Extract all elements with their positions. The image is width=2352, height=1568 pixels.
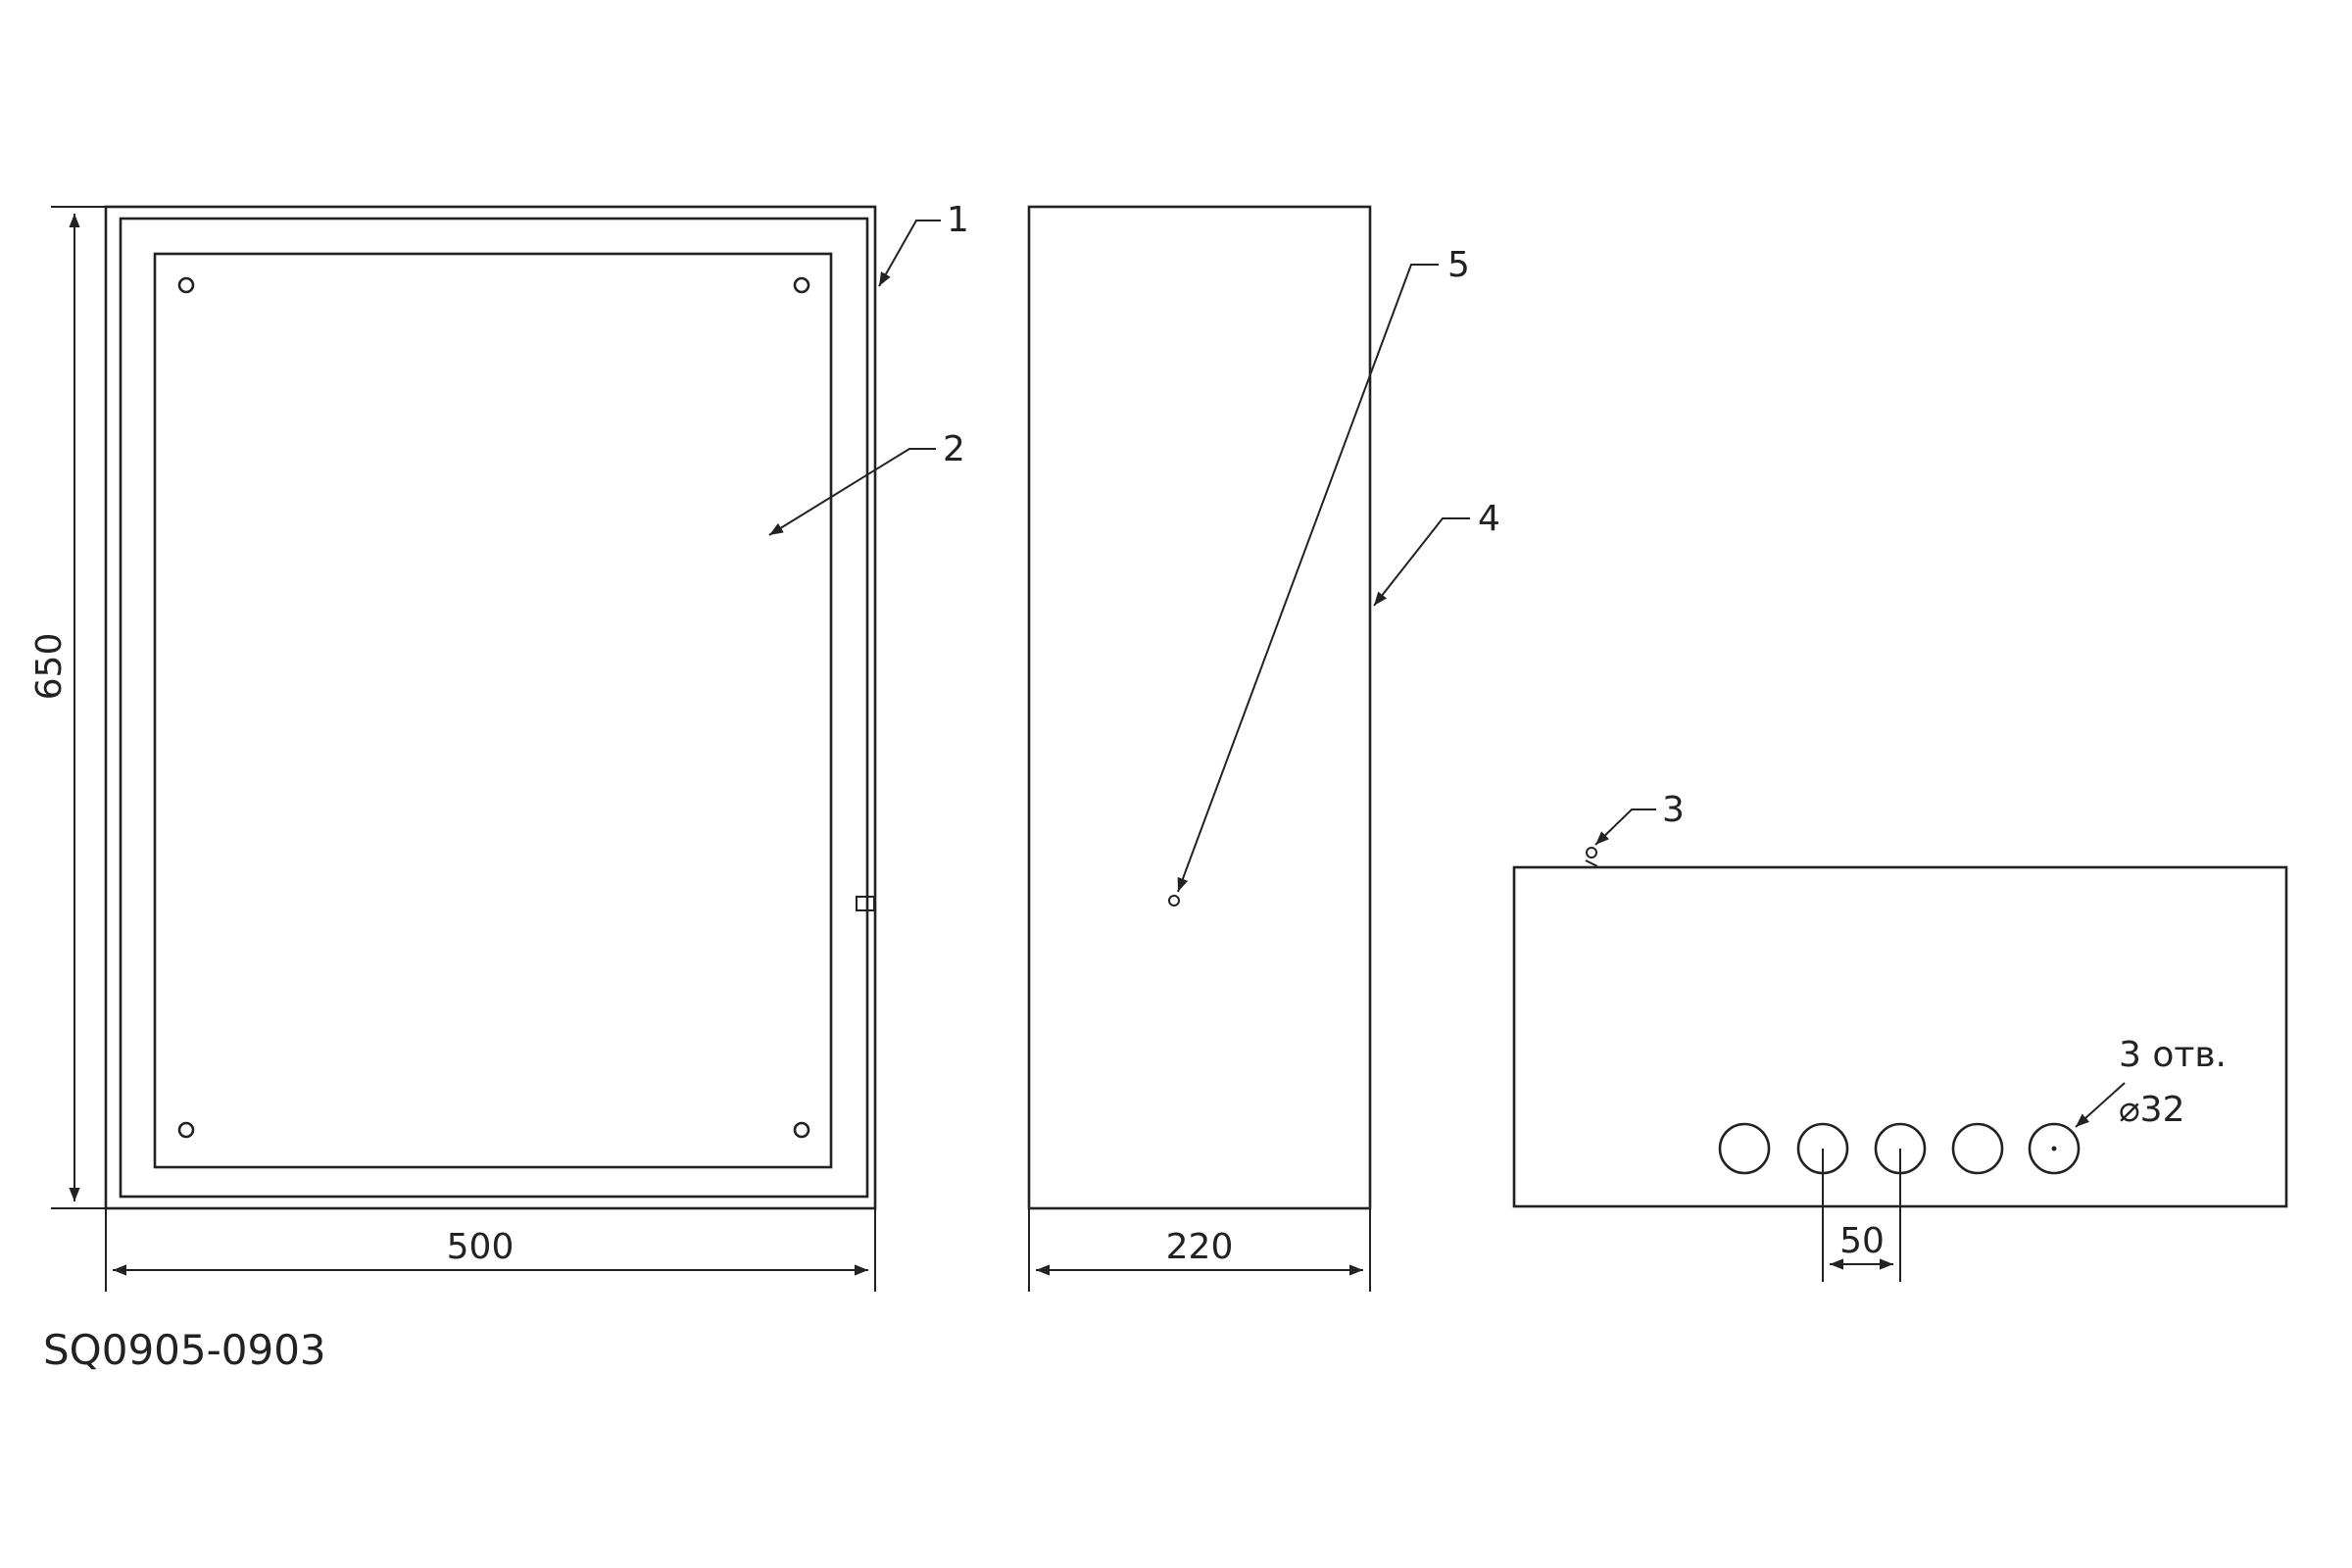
panel-screw-bottom-left (177, 1121, 195, 1139)
holes-diameter-label: ⌀32 (2119, 1090, 2184, 1130)
side-view: 5 4 220 (1027, 205, 1500, 1292)
callout-4-leader (1373, 517, 1470, 607)
callout-3-label: 3 (1662, 790, 1685, 830)
callout-3-leader (1594, 808, 1656, 846)
enclosure-outer-outline (104, 205, 877, 1210)
panel-screw-top-left (177, 276, 195, 294)
depth-dimension-label: 220 (1166, 1227, 1234, 1267)
hole-spacing-dimension-label: 50 (1839, 1221, 1885, 1261)
holes-count-label: 3 отв. (2119, 1035, 2227, 1075)
height-dimension-label: 650 (29, 633, 70, 701)
fastener-mark (1586, 847, 1597, 858)
panel-screw-top-right (793, 276, 810, 294)
cable-entry-hole-5 (2028, 1122, 2081, 1175)
side-lock-point (1168, 895, 1180, 906)
front-view: 650 500 1 2 (29, 200, 969, 1292)
side-outline (1027, 205, 1372, 1210)
model-code: SQ0905-0903 (43, 1326, 326, 1374)
holes-note-leader (2075, 1082, 2126, 1128)
callout-4-label: 4 (1478, 499, 1500, 539)
door-lock (856, 896, 875, 911)
mounting-panel (153, 252, 833, 1169)
door-outline (119, 217, 869, 1199)
callout-2-leader (768, 448, 936, 536)
hole-center-mark (2051, 1146, 2057, 1152)
callout-5-leader (1177, 264, 1439, 893)
panel-screw-bottom-right (793, 1121, 810, 1139)
callout-1-label: 1 (947, 200, 969, 240)
front-width-dimension-label: 500 (447, 1227, 514, 1267)
callout-2-label: 2 (943, 429, 965, 469)
callout-5-label: 5 (1447, 245, 1470, 285)
bottom-view: 3 3 отв. ⌀32 50 (1512, 790, 2288, 1282)
cable-entry-hole-4 (1951, 1122, 2004, 1175)
callout-1-leader (878, 220, 941, 287)
cable-entry-hole-1 (1718, 1122, 1771, 1175)
